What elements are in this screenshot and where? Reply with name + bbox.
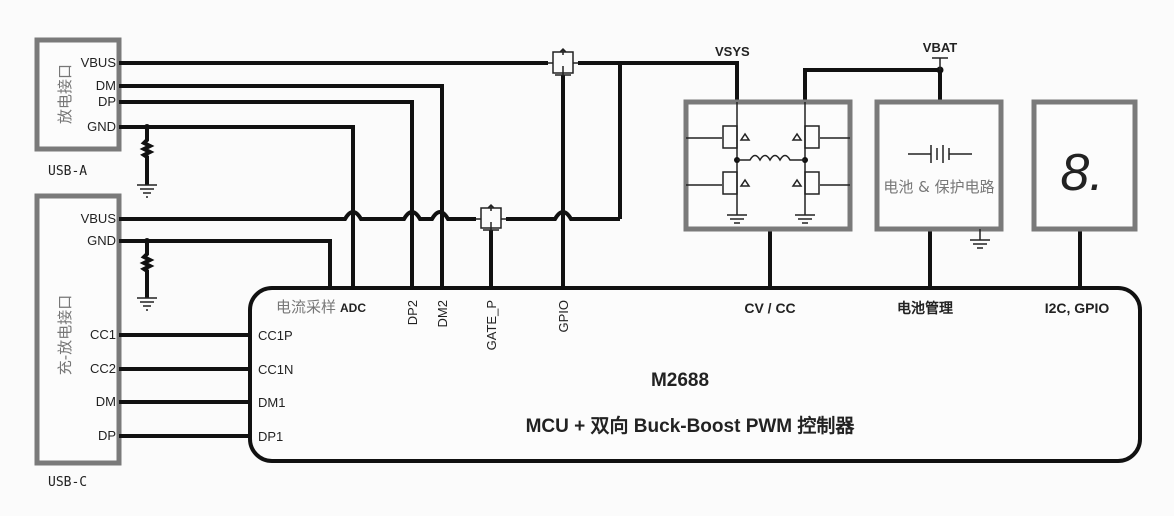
mosfet-usb-c-switch	[476, 203, 506, 231]
vsys-label: VSYS	[715, 44, 750, 59]
adc-label: 电流采样 ADC	[276, 298, 366, 316]
pin-cc1n: CC1N	[258, 362, 293, 377]
pin-cc1p: CC1P	[258, 328, 293, 343]
battery-label: 电池 & 保护电路	[883, 178, 994, 196]
resistor-ground-usb-a	[137, 124, 157, 198]
pin-gate-p: GATE_P	[484, 300, 499, 350]
mcu-name: M2688	[651, 370, 709, 391]
vbat-label: VBAT	[923, 40, 957, 55]
usb-a-connector: 放电接口 VBUS DM DP GND USB-A	[34, 37, 122, 179]
usb-c-pin-vbus: VBUS	[81, 211, 117, 226]
usb-c-pin-cc2: CC2	[90, 361, 116, 376]
interface-battery-mgmt: 电池管理	[897, 300, 953, 316]
usb-a-pin-dp: DP	[98, 94, 116, 109]
usb-a-title: 放电接口	[56, 64, 74, 124]
usb-c-connector: 充-放电接口 VBUS GND CC1 CC2 DM DP USB-C	[34, 193, 122, 490]
mcu-block: 电流采样 ADC DP2 DM2 GATE_P GPIO CC1P CC1N DM…	[248, 286, 1142, 463]
usb-c-pin-dm: DM	[96, 394, 116, 409]
buck-boost-h-bridge	[683, 99, 853, 232]
interface-cv-cc: CV / CC	[744, 300, 795, 316]
seven-segment-digit: 8.	[1060, 144, 1103, 202]
mcu-description: MCU + 双向 Buck-Boost PWM 控制器	[526, 414, 856, 437]
usb-a-pin-vbus: VBUS	[81, 55, 117, 70]
battery-protection-block: 电池 & 保护电路	[874, 99, 1004, 249]
interface-i2c-gpio: I2C, GPIO	[1045, 300, 1110, 316]
pin-dm1: DM1	[258, 395, 285, 410]
usb-c-pin-gnd: GND	[87, 233, 116, 248]
resistor-ground-usb-c	[137, 238, 157, 311]
usb-c-label: USB-C	[48, 475, 87, 490]
usb-c-title: 充-放电接口	[56, 295, 74, 375]
usb-a-label: USB-A	[48, 164, 87, 179]
wires	[119, 57, 1082, 438]
pin-dp2: DP2	[405, 300, 420, 325]
usb-a-pin-gnd: GND	[87, 119, 116, 134]
usb-c-pin-cc1: CC1	[90, 327, 116, 342]
usb-a-pin-dm: DM	[96, 78, 116, 93]
adc-label-cn: 电流采样	[276, 298, 336, 316]
pin-dp1: DP1	[258, 429, 283, 444]
usb-c-pin-dp: DP	[98, 428, 116, 443]
mosfet-usb-a-switch	[548, 47, 578, 76]
seven-segment-display-block: 8.	[1031, 99, 1138, 232]
pin-gpio: GPIO	[556, 300, 571, 333]
pin-dm2: DM2	[435, 300, 450, 327]
adc-label-text: ADC	[340, 301, 366, 315]
